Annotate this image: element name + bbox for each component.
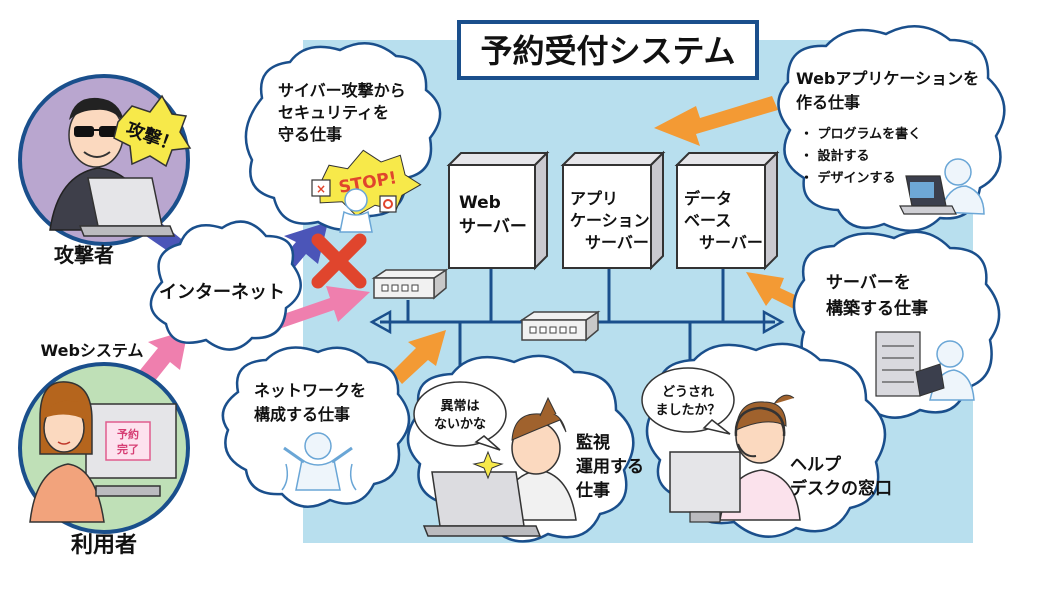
user-heading: Webシステム <box>41 341 144 360</box>
user-screen-line-1: 予約 <box>117 427 139 441</box>
x-sign-icon: × <box>316 182 326 196</box>
network-job-cloud: ネットワークを 構成する仕事 <box>221 346 411 508</box>
db-server-label-1: データ <box>684 189 732 208</box>
webapp-bullet-2: ・ 設計する <box>800 148 870 164</box>
webapp-job-line-2: 作る仕事 <box>796 93 860 112</box>
internet-label: インターネット <box>159 282 285 303</box>
network-job-line-1: ネットワークを <box>254 381 366 400</box>
system-title: 予約受付システム <box>457 20 759 80</box>
security-job-line-3: 守る仕事 <box>278 125 342 144</box>
helpdesk-speech-1: どうされ <box>662 385 714 400</box>
app-server-label-3: サーバー <box>585 233 649 252</box>
monitoring-job-cloud: 異常は ないかな 監視 運用する 仕事 <box>406 354 644 543</box>
monitoring-speech-1: 異常は <box>440 398 479 414</box>
monitoring-speech-2: ないかな <box>434 417 486 432</box>
network-job-line-2: 構成する仕事 <box>254 405 350 424</box>
app-server-label-2: ケーション <box>570 211 650 230</box>
monitoring-job-line-3: 仕事 <box>575 480 610 501</box>
helpdesk-job-cloud: どうされ ましたか？ ヘルプ デスクの窓口 <box>641 342 892 538</box>
webapp-job-line-1: Webアプリケーションを <box>796 69 979 88</box>
blocked-cross-icon <box>311 233 367 289</box>
webapp-arrow-icon <box>654 96 778 146</box>
web-server-label-1: Web <box>459 193 501 213</box>
server-build-line-2: 構築する仕事 <box>826 298 928 319</box>
svg-text:予約受付システム: 予約受付システム <box>480 32 735 70</box>
user-screen-line-2: 完了 <box>117 442 139 456</box>
db-server-label-3: サーバー <box>699 233 763 252</box>
attacker: 攻撃！ 攻撃者 <box>18 74 192 267</box>
helpdesk-speech-2: ましたか？ <box>655 403 720 418</box>
monitoring-speech-bubble <box>413 381 507 447</box>
webapp-job-cloud: Webアプリケーションを 作る仕事 ・ プログラムを書く ・ 設計する ・ デザ… <box>777 25 1006 232</box>
security-job-line-1: サイバー攻撃から <box>278 81 406 100</box>
monitoring-job-line-2: 運用する <box>576 457 644 477</box>
attacker-speech-burst <box>113 94 192 168</box>
user-label: 利用者 <box>71 533 137 558</box>
server-build-arrow-icon <box>746 272 806 312</box>
security-job-line-2: セキュリティを <box>278 103 389 122</box>
monitoring-job-line-1: 監視 <box>576 432 610 453</box>
db-server-label-2: ベース <box>684 211 731 230</box>
helpdesk-job-line-1: ヘルプ <box>790 454 842 475</box>
internet-cloud: インターネット <box>149 220 302 351</box>
server-build-line-1: サーバーを <box>826 273 911 293</box>
webapp-bullet-1: ・ プログラムを書く <box>800 126 921 142</box>
sparkle-icon <box>472 450 504 480</box>
switch-hub-icon <box>519 310 601 342</box>
app-server-label-1: アプリ <box>570 189 618 208</box>
web-server: Web サーバー <box>446 150 550 271</box>
webapp-bullet-3: ・ デザインする <box>800 170 896 186</box>
network-arrow-icon <box>392 330 446 384</box>
web-user: Webシステム 予約 完了 利用者 <box>18 341 190 558</box>
attacker-label: 攻撃者 <box>54 243 114 267</box>
internet-to-hub-arrow-icon <box>272 286 370 330</box>
firewall-hub-icon <box>371 268 449 300</box>
security-job-cloud: サイバー攻撃から セキュリティを 守る仕事 STOP! × <box>244 42 442 233</box>
database-server: データ ベース サーバー <box>674 150 780 271</box>
web-server-label-2: サーバー <box>459 217 527 237</box>
o-sign-icon <box>383 199 393 209</box>
helpdesk-speech-bubble <box>641 367 735 433</box>
helpdesk-job-line-2: デスクの窓口 <box>790 478 892 499</box>
application-server: アプリ ケーション サーバー <box>560 150 666 271</box>
